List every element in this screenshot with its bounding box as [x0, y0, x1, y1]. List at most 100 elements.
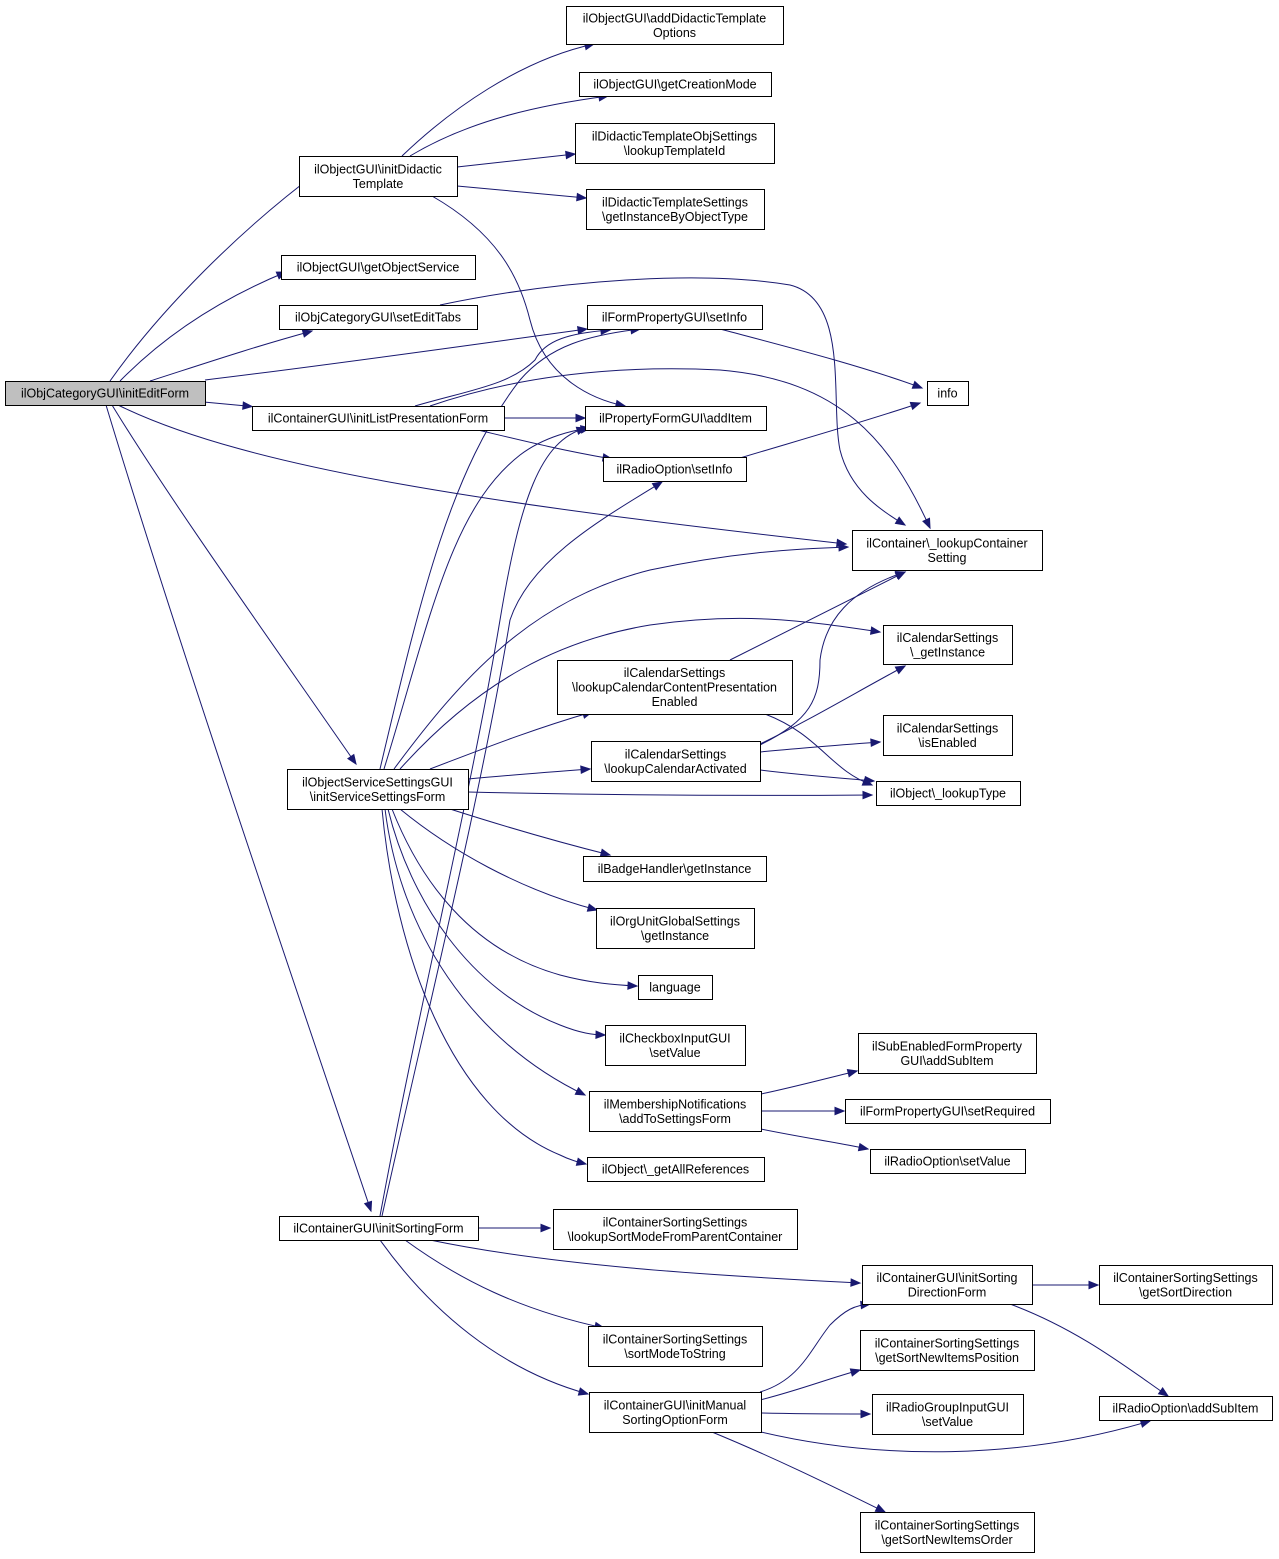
node-layer: ilObjCategoryGUI\initEditForm ilObjectGUI… — [5, 6, 1273, 1553]
node-label-calIsEnabled-line-1: \isEnabled — [918, 736, 976, 750]
node-getObjectService[interactable]: ilObjectGUI\getObjectService — [281, 255, 476, 280]
node-initListPres[interactable]: ilContainerGUI\initListPresentationForm — [252, 406, 505, 431]
node-box-addSubItemSub — [858, 1033, 1037, 1074]
node-sortModeToString[interactable]: ilContainerSortingSettings\sortModeToStr… — [588, 1326, 763, 1367]
node-label-initSortingDirection-line-0: ilContainerGUI\initSorting — [876, 1271, 1017, 1285]
node-label-lookupCalContent-line-1: \lookupCalendarContentPresentation — [572, 681, 777, 695]
node-checkboxSetValue[interactable]: ilCheckboxInputGUI\setValue — [605, 1025, 746, 1066]
edge-initServiceSettings-to-membershipNotif-arrowhead — [574, 1086, 587, 1096]
node-lookupTemplateId[interactable]: ilDidacticTemplateObjSettings\lookupTemp… — [575, 123, 775, 164]
node-calIsEnabled[interactable]: ilCalendarSettings\isEnabled — [883, 715, 1013, 756]
node-getSortNewItemsOrder[interactable]: ilContainerSortingSettings\getSortNewIte… — [860, 1512, 1035, 1553]
node-box-root — [5, 381, 206, 406]
node-label-getSortNewItemsPosition-line-0: ilContainerSortingSettings — [875, 1336, 1020, 1350]
node-box-getInstanceByObjectType — [586, 189, 765, 230]
node-label-addDidacticOptions-line-0: ilObjectGUI\addDidacticTemplate — [583, 11, 766, 25]
node-calGetInstance[interactable]: ilCalendarSettings\_getInstance — [883, 625, 1013, 665]
node-box-language — [638, 975, 713, 1000]
node-lookupSortMode[interactable]: ilContainerSortingSettings\lookupSortMod… — [553, 1209, 798, 1250]
node-getAllReferences[interactable]: ilObject\_getAllReferences — [587, 1157, 765, 1182]
edge-initDidactic-to-getCreationMode — [409, 95, 609, 157]
node-label-checkboxSetValue-line-1: \setValue — [649, 1046, 700, 1060]
node-label-sortModeToString-line-1: \sortModeToString — [624, 1347, 725, 1361]
node-label-initDidactic-line-1: Template — [353, 177, 404, 191]
edge-lookupCalContent-to-lookupContainerSetting — [729, 571, 906, 661]
node-label-lookupTemplateId-line-0: ilDidacticTemplateObjSettings — [592, 129, 757, 143]
node-label-getSortDirection-line-0: ilContainerSortingSettings — [1113, 1271, 1258, 1285]
node-label-initServiceSettings-line-0: ilObjectServiceSettingsGUI — [302, 775, 453, 789]
node-box-lookupCalContent — [557, 660, 793, 715]
node-lookupCalContent[interactable]: ilCalendarSettings\lookupCalendarContent… — [557, 660, 793, 715]
edge-initDidactic-to-getInstanceByObjectType — [456, 185, 587, 199]
node-root[interactable]: ilObjCategoryGUI\initEditForm — [5, 381, 206, 406]
edge-initManualSorting-to-radioAddSubItem — [760, 1420, 1151, 1453]
edge-initDidactic-to-lookupTemplateId-arrowhead — [565, 150, 577, 160]
node-setEditTabs[interactable]: ilObjCategoryGUI\setEditTabs — [279, 305, 478, 330]
node-getInstanceByObjectType[interactable]: ilDidacticTemplateSettings\getInstanceBy… — [586, 189, 765, 230]
node-lookupType[interactable]: ilObject\_lookupType — [876, 781, 1021, 806]
edge-initServiceSettings-to-lookupCalActivated-arrowhead — [580, 765, 592, 775]
edge-lookupCalActivated-to-lookupType — [759, 769, 875, 782]
node-radioSetInfo[interactable]: ilRadioOption\setInfo — [603, 457, 747, 482]
node-radioAddSubItem[interactable]: ilRadioOption\addSubItem — [1099, 1396, 1273, 1421]
edge-root-to-initListPres-arrowhead — [242, 401, 254, 410]
node-box-membershipNotif — [589, 1091, 762, 1132]
node-box-initManualSorting — [589, 1392, 762, 1433]
edge-initManualSorting-to-getSortNewItemsPosition-arrowhead — [849, 1368, 862, 1377]
node-formSetInfo[interactable]: ilFormPropertyGUI\setInfo — [587, 305, 763, 330]
node-setRequired[interactable]: ilFormPropertyGUI\setRequired — [845, 1099, 1051, 1124]
edge-initServiceSettings-to-language — [391, 808, 638, 987]
node-language[interactable]: language — [638, 975, 713, 1000]
node-getSortNewItemsPosition[interactable]: ilContainerSortingSettings\getSortNewIte… — [860, 1330, 1035, 1371]
node-addItem[interactable]: ilPropertyFormGUI\addItem — [585, 406, 767, 431]
node-label-checkboxSetValue-line-0: ilCheckboxInputGUI — [619, 1031, 730, 1045]
node-initManualSorting[interactable]: ilContainerGUI\initManualSortingOptionFo… — [589, 1392, 762, 1433]
node-initServiceSettings[interactable]: ilObjectServiceSettingsGUI\initServiceSe… — [287, 769, 469, 810]
edge-root-to-getObjectService — [119, 271, 287, 382]
node-radioGroupSetValue[interactable]: ilRadioGroupInputGUI\setValue — [872, 1394, 1024, 1435]
edge-membershipNotif-to-addSubItemSub — [760, 1070, 858, 1095]
node-box-radioSetValue — [870, 1149, 1026, 1174]
node-label-initDidactic-line-0: ilObjectGUI\initDidactic — [314, 162, 442, 176]
edge-lookupCalActivated-to-calIsEnabled — [759, 741, 881, 753]
node-label-addSubItemSub-line-0: ilSubEnabledFormProperty — [872, 1039, 1023, 1053]
node-box-setEditTabs — [279, 305, 478, 330]
edge-lookupCalActivated-to-calGetInstance-arrowhead — [894, 665, 907, 675]
edge-initServiceSettings-to-language-arrowhead — [627, 981, 639, 990]
node-box-lookupCalActivated — [591, 741, 761, 782]
node-label-formSetInfo-line-0: ilFormPropertyGUI\setInfo — [602, 311, 747, 325]
edge-root-to-formSetInfo-arrowhead — [576, 325, 589, 335]
node-label-radioSetValue-line-0: ilRadioOption\setValue — [884, 1155, 1010, 1169]
edge-initListPres-to-lookupContainerSetting — [429, 368, 931, 529]
node-label-membershipNotif-line-1: \addToSettingsForm — [619, 1112, 731, 1126]
edge-initDidactic-to-getInstanceByObjectType-arrowhead — [576, 192, 588, 202]
node-box-radioAddSubItem — [1099, 1396, 1273, 1421]
edge-setEditTabs-to-lookupContainerSetting-arrowhead — [894, 516, 907, 526]
node-getSortDirection[interactable]: ilContainerSortingSettings\getSortDirect… — [1099, 1265, 1273, 1305]
node-label-badgeGetInstance-line-0: ilBadgeHandler\getInstance — [598, 862, 752, 876]
node-orgUnitGetInstance[interactable]: ilOrgUnitGlobalSettings\getInstance — [596, 908, 755, 949]
node-membershipNotif[interactable]: ilMembershipNotifications\addToSettingsF… — [589, 1091, 762, 1132]
edge-radioSetInfo-to-info-arrowhead — [909, 401, 922, 411]
node-box-getAllReferences — [587, 1157, 765, 1182]
edge-initSortingForm-to-initSortingDirection-arrowhead — [850, 1278, 862, 1287]
edge-initSortingForm-to-radioSetInfo — [381, 481, 663, 1217]
node-lookupCalActivated[interactable]: ilCalendarSettings\lookupCalendarActivat… — [591, 741, 761, 782]
edge-initDidactic-to-addDidacticOptions — [401, 43, 595, 157]
node-box-addDidacticOptions — [566, 6, 784, 45]
node-getCreationMode[interactable]: ilObjectGUI\getCreationMode — [579, 72, 772, 97]
node-box-radioSetInfo — [603, 457, 747, 482]
node-badgeGetInstance[interactable]: ilBadgeHandler\getInstance — [583, 856, 767, 882]
edge-initDidactic-to-addItem — [431, 195, 626, 407]
node-radioSetValue[interactable]: ilRadioOption\setValue — [870, 1149, 1026, 1174]
edge-formSetInfo-to-info-arrowhead — [911, 380, 924, 389]
node-info[interactable]: info — [927, 381, 969, 406]
node-initSortingForm[interactable]: ilContainerGUI\initSortingForm — [279, 1216, 479, 1241]
edge-initListPres-to-radioSetInfo — [477, 429, 613, 460]
node-label-setRequired-line-0: ilFormPropertyGUI\setRequired — [860, 1105, 1035, 1119]
